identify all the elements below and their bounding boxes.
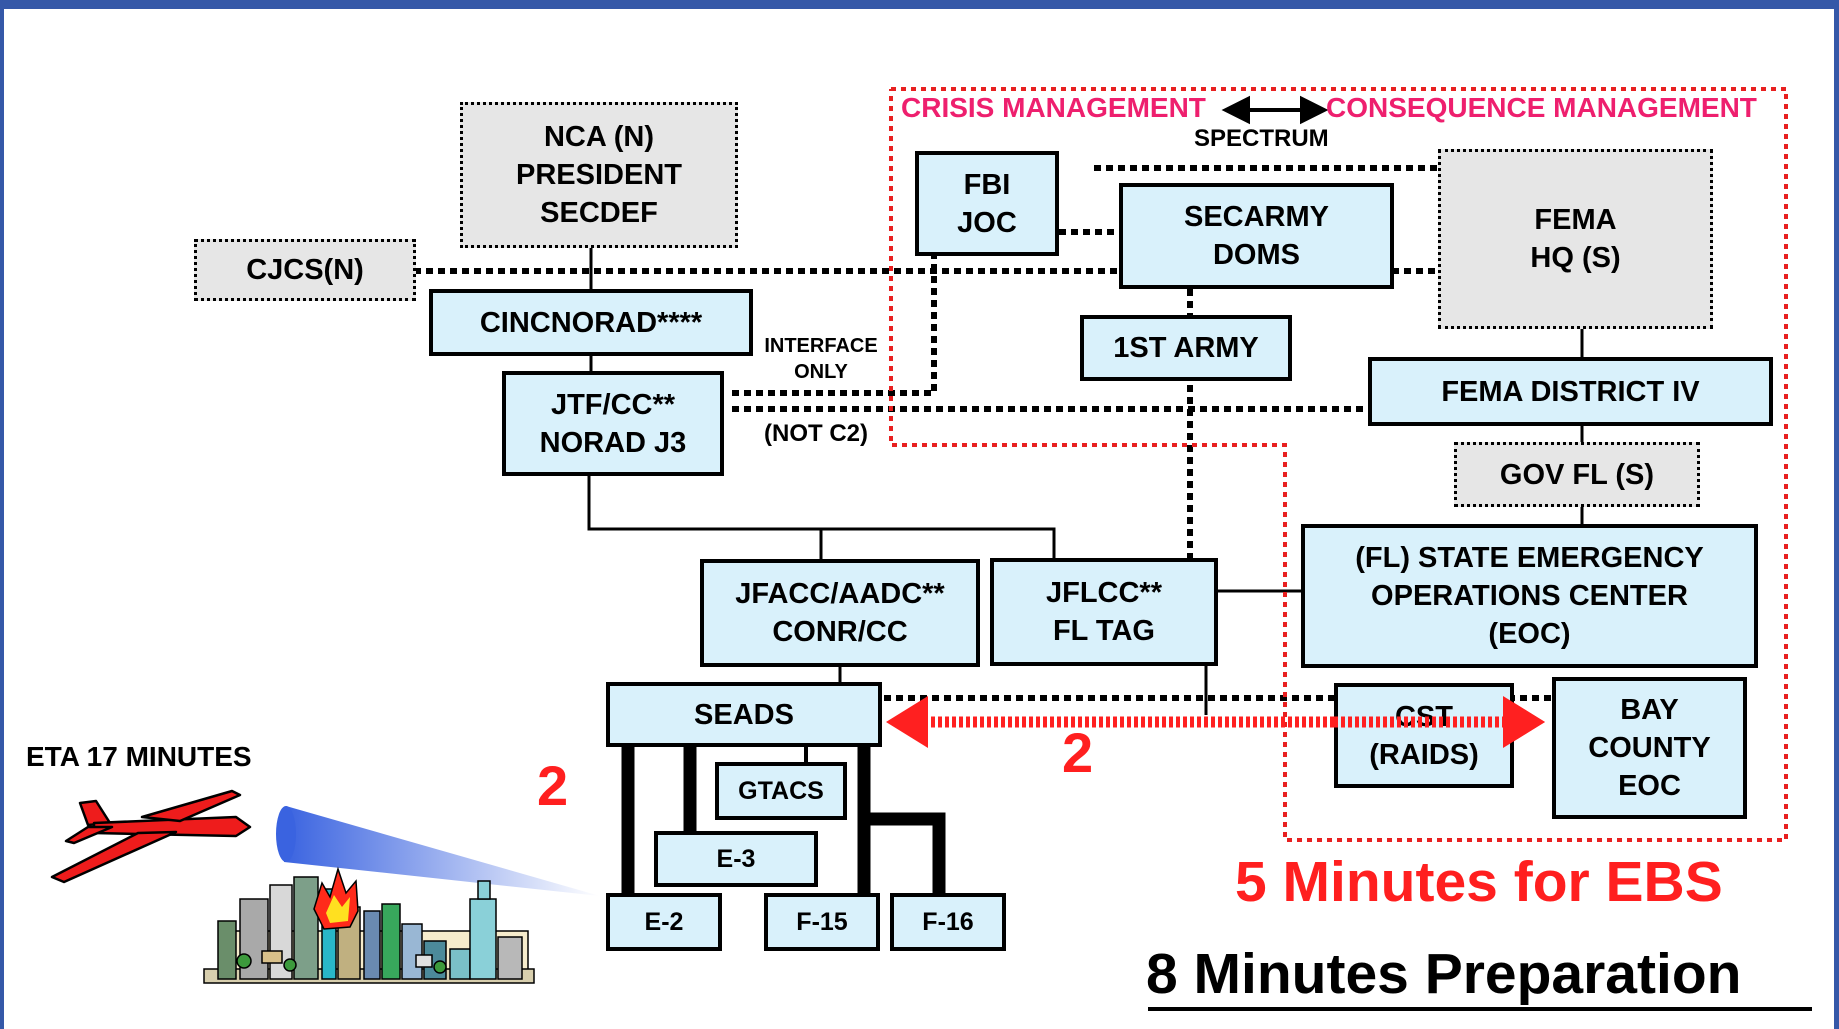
eta-17-minutes-label: ETA 17 MINUTES xyxy=(26,741,252,772)
f16-box: F-16 xyxy=(890,893,1006,951)
bay-county-eoc-box: BAY COUNTY EOC xyxy=(1552,677,1747,819)
step-number-middle: 2 xyxy=(1062,721,1094,784)
jtf-norad-j3-box: JTF/CC** NORAD J3 xyxy=(502,371,724,476)
gtacs-box: GTACS xyxy=(715,762,847,820)
seads-box: SEADS xyxy=(606,682,882,747)
city-fire-icon xyxy=(203,866,535,984)
fbi-joc-box: FBI JOC xyxy=(915,151,1059,256)
f15-box: F-15 xyxy=(764,893,880,951)
fema-district-iv-box: FEMA DISTRICT IV xyxy=(1368,357,1773,426)
spectrum-label: SPECTRUM xyxy=(1194,125,1329,152)
interface-only-label: INTERFACE ONLY xyxy=(764,335,878,383)
state-eoc-box: (FL) STATE EMERGENCY OPERATIONS CENTER (… xyxy=(1301,524,1758,668)
airplane-icon xyxy=(50,789,252,884)
secarmy-doms-box: SECARMY DOMS xyxy=(1119,183,1394,289)
spectrum-arrow xyxy=(1221,95,1329,125)
nca-president-secdef-box: NCA (N) PRESIDENT SECDEF xyxy=(460,102,738,248)
step-number-left: 2 xyxy=(537,754,569,817)
solid-connectors xyxy=(587,247,1584,715)
fema-hq-box: FEMA HQ (S) xyxy=(1438,149,1713,329)
e2-box: E-2 xyxy=(606,893,722,951)
ebs-time-label: 5 Minutes for EBS xyxy=(1235,850,1723,914)
preparation-time-label: 8 Minutes Preparation xyxy=(1146,942,1742,1006)
dotted-connectors xyxy=(414,165,1559,701)
e3-box: E-3 xyxy=(654,831,818,887)
jfacc-aadc-box: JFACC/AADC** CONR/CC xyxy=(700,559,980,667)
first-army-box: 1ST ARMY xyxy=(1080,315,1292,381)
crisis-management-label: CRISIS MANAGEMENT xyxy=(901,92,1206,123)
consequence-management-label: CONSEQUENCE MANAGEMENT xyxy=(1326,92,1757,123)
gov-fl-box: GOV FL (S) xyxy=(1454,442,1700,507)
crisis-boundary xyxy=(889,87,1788,842)
connector-layer xyxy=(50,87,1812,1011)
radar-beam xyxy=(284,806,600,896)
jflcc-fl-tag-box: JFLCC** FL TAG xyxy=(990,558,1218,666)
cst-raids-box: CST (RAIDS) xyxy=(1334,683,1514,788)
cincnorad-box: CINCNORAD**** xyxy=(429,289,753,356)
cjcs-box: CJCS(N) xyxy=(194,239,416,301)
not-c2-label: (NOT C2) xyxy=(764,420,868,447)
seads-subordinate-lines xyxy=(621,745,946,895)
